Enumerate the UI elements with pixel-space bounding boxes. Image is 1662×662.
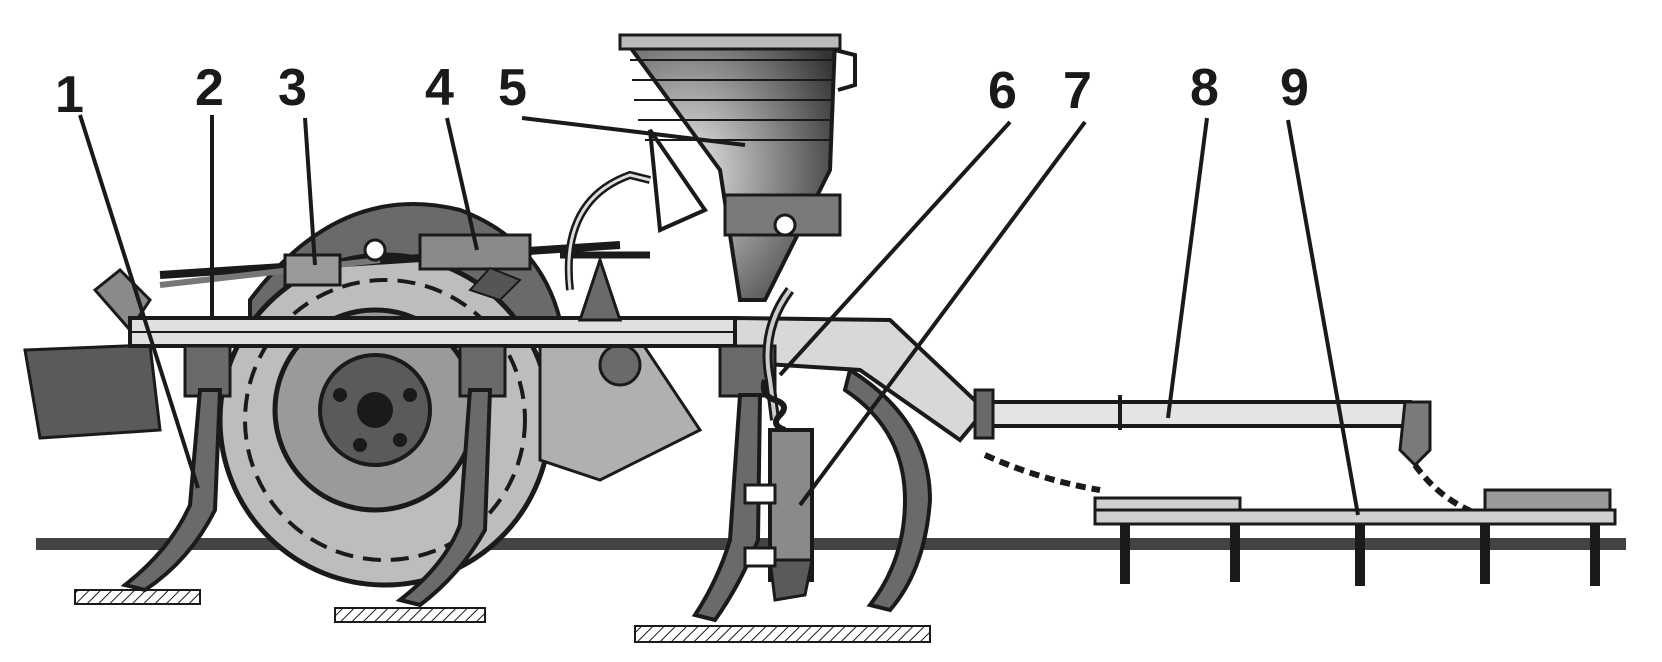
label-6: 6 <box>988 62 1017 120</box>
upper-linkage <box>159 170 651 322</box>
label-5: 5 <box>498 59 527 117</box>
gear-housing <box>538 338 703 482</box>
leader-line-9 <box>1286 119 1360 516</box>
label-1: 1 <box>55 66 84 124</box>
label-4: 4 <box>425 59 454 117</box>
leader-line-8 <box>1166 117 1209 419</box>
harrow <box>983 452 1617 586</box>
label-7: 7 <box>1063 62 1092 120</box>
label-3: 3 <box>278 59 307 117</box>
drawbar <box>973 388 1432 468</box>
rear-bracket <box>23 267 162 440</box>
ground <box>36 538 1626 643</box>
number-labels: 1 2 3 4 5 6 7 8 9 <box>55 59 1309 124</box>
label-2: 2 <box>195 59 224 117</box>
rear-tine <box>120 388 223 593</box>
hopper <box>618 33 857 302</box>
label-8: 8 <box>1190 59 1219 117</box>
opener-assembly <box>691 379 814 623</box>
label-9: 9 <box>1280 59 1309 117</box>
front-sweep-tine <box>842 366 933 613</box>
leader-line-7 <box>798 120 1087 507</box>
leader-line-3 <box>303 117 317 266</box>
main-frame <box>128 315 988 443</box>
leader-line-5 <box>521 116 746 147</box>
leader-lines <box>78 114 1360 516</box>
wheel <box>217 252 553 588</box>
middle-tine <box>395 388 493 608</box>
seed-tube <box>762 287 795 421</box>
leader-line-6 <box>778 120 1012 377</box>
leader-line-4 <box>445 117 479 251</box>
leader-line-1 <box>78 114 200 489</box>
